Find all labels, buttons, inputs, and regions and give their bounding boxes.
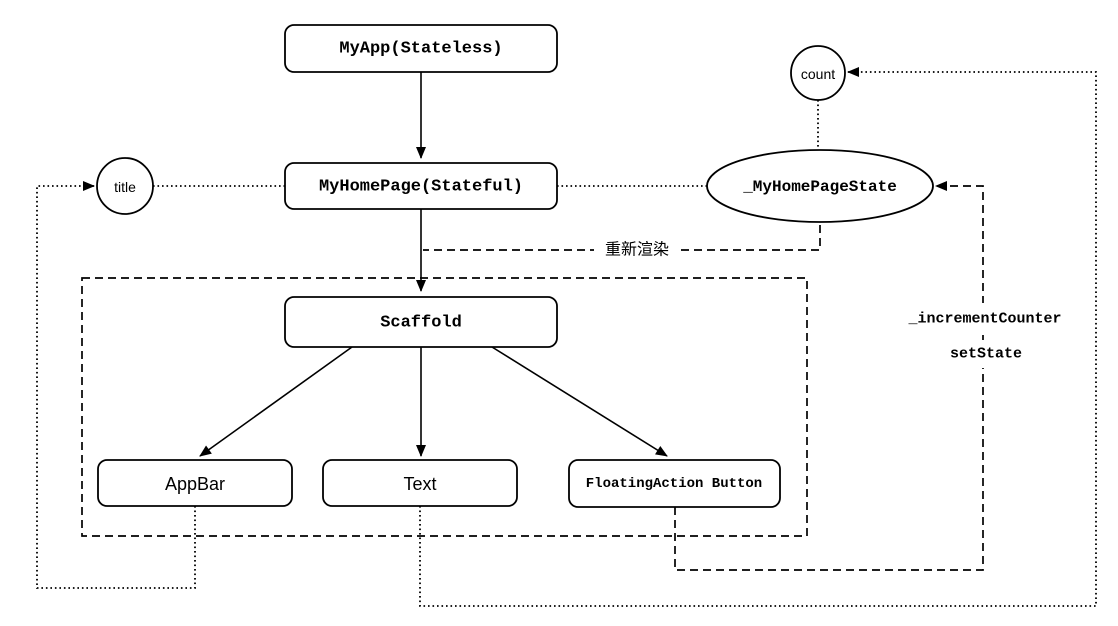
increment-counter-label-bg xyxy=(896,303,1074,333)
node-myhomepage-box xyxy=(284,162,558,210)
setstate-label: setState xyxy=(950,346,1022,363)
node-title-circle xyxy=(96,157,154,215)
node-myapp-label: MyApp(Stateless) xyxy=(339,40,502,59)
node-myapp-box xyxy=(284,24,558,73)
node-homepagestate: _MyHomePageState xyxy=(706,149,934,223)
node-fab-label: FloatingAction Button xyxy=(586,476,762,492)
edge-scaffold-to-appbar xyxy=(199,346,353,457)
rebuild-scope-frame xyxy=(81,277,808,537)
edge-scaffold-to-fab xyxy=(491,346,668,457)
node-scaffold-box xyxy=(284,296,558,348)
node-homepagestate-label: _MyHomePageState xyxy=(742,178,897,196)
node-homepagestate-ellipse xyxy=(706,149,934,223)
node-scaffold: Scaffold xyxy=(284,296,558,348)
node-count-label: count xyxy=(801,66,835,82)
node-title-state: title xyxy=(96,157,154,215)
node-title-label: title xyxy=(114,179,136,195)
node-myhomepage: MyHomePage(Stateful) xyxy=(284,162,558,210)
node-text: Text xyxy=(322,459,518,507)
node-text-box xyxy=(322,459,518,507)
setstate-label-bg xyxy=(910,340,1058,368)
edge-state-rerender xyxy=(423,212,821,251)
node-count-state: count xyxy=(790,45,846,101)
node-appbar-label: AppBar xyxy=(165,474,225,494)
edge-fab-to-state-setstate xyxy=(674,181,984,571)
node-fab: FloatingAction Button xyxy=(568,459,781,508)
rerender-label: 重新渲染 xyxy=(605,241,669,259)
node-fab-box xyxy=(568,459,781,508)
rerender-label-bg xyxy=(594,238,680,262)
increment-counter-label: _incrementCounter xyxy=(907,311,1061,328)
node-text-label: Text xyxy=(403,474,436,494)
node-appbar-box xyxy=(97,459,293,507)
node-myapp: MyApp(Stateless) xyxy=(284,24,558,73)
node-appbar: AppBar xyxy=(97,459,293,507)
node-scaffold-label: Scaffold xyxy=(380,314,462,333)
node-myhomepage-label: MyHomePage(Stateful) xyxy=(319,178,523,197)
node-count-circle xyxy=(790,45,846,101)
edge-appbar-to-title xyxy=(36,181,196,589)
